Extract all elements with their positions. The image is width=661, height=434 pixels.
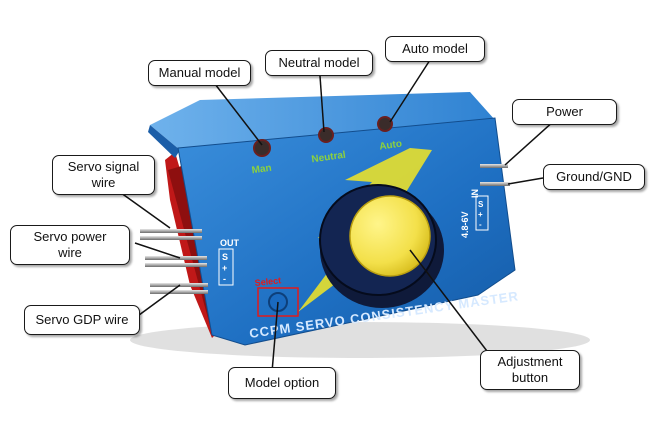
- in-pin-plus: +: [478, 210, 483, 219]
- callout-servo-gdp-wire: Servo GDP wire: [24, 305, 140, 335]
- select-button-frame: [257, 287, 299, 317]
- out-pin-box: [218, 248, 234, 286]
- callout-power-text: Power: [546, 104, 583, 119]
- label-auto: Auto: [379, 138, 403, 152]
- out-pin-s: S: [222, 252, 228, 262]
- label-voltage: 4.8-6V: [460, 211, 470, 238]
- label-select: Select: [254, 275, 281, 288]
- adjustment-knob[interactable]: [349, 195, 431, 277]
- callout-model-option: Model option: [228, 367, 336, 399]
- callout-neutral-model: Neutral model: [265, 50, 373, 76]
- callout-model-option-text: Model option: [244, 375, 320, 390]
- callout-servo-power-line1: Servo power: [33, 229, 107, 244]
- callout-manual-model: Manual model: [148, 60, 251, 86]
- callout-neutral-model-text: Neutral model: [278, 55, 360, 70]
- callout-manual-model-text: Manual model: [158, 65, 241, 80]
- callout-adjustment-button: Adjustment button: [480, 350, 580, 390]
- callout-auto-model: Auto model: [385, 36, 485, 62]
- callout-ground-gnd: Ground/GND: [543, 164, 645, 190]
- device-top-edge: [148, 125, 180, 158]
- led-auto: [377, 116, 393, 132]
- label-man: Man: [251, 163, 272, 177]
- callout-servo-power-line2: wire: [58, 245, 82, 260]
- callout-servo-gdp-wire-text: Servo GDP wire: [35, 312, 129, 327]
- power-input-pins: [480, 164, 510, 186]
- callout-auto-model-text: Auto model: [402, 41, 468, 56]
- in-pin-box: [475, 195, 489, 231]
- callout-servo-signal-line1: Servo signal: [67, 159, 140, 174]
- led-man: [253, 139, 271, 157]
- out-pin-minus: -: [223, 274, 226, 284]
- callout-ground-gnd-text: Ground/GND: [556, 169, 632, 184]
- label-out: OUT: [220, 238, 240, 248]
- label-neutral: Neutral: [311, 150, 347, 166]
- callout-adjustment-line1: Adjustment: [497, 354, 563, 369]
- callout-servo-signal-wire: Servo signal wire: [52, 155, 155, 195]
- callout-power: Power: [512, 99, 617, 125]
- in-pin-minus: -: [479, 220, 482, 229]
- out-pin-plus: +: [222, 263, 227, 273]
- callout-servo-signal-line2: wire: [91, 175, 116, 190]
- callout-adjustment-line2: button: [511, 370, 549, 385]
- led-neutral: [318, 127, 334, 143]
- in-pin-s: S: [478, 200, 484, 209]
- callout-servo-power-wire: Servo power wire: [10, 225, 130, 265]
- label-in: IN: [470, 189, 480, 198]
